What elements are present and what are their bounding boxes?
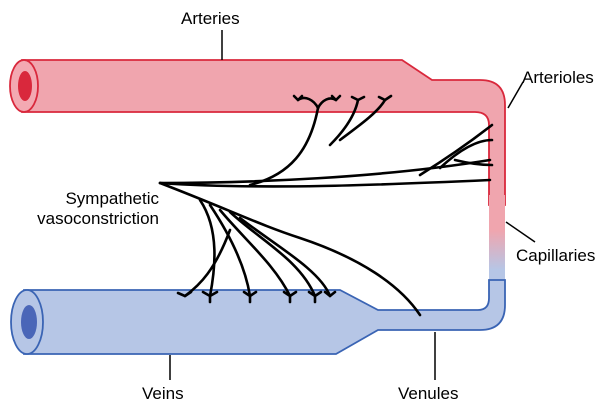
vein-lumen [21,305,37,339]
label-arteries: Arteries [181,9,240,29]
sympathetic-nerve-fibers [160,96,492,315]
vein-vessel [24,280,505,354]
label-capillaries: Capillaries [516,246,595,266]
artery-lumen [18,71,32,101]
label-sympathetic-line1: Sympathetic [2,189,159,209]
label-venules: Venules [398,384,459,404]
label-arterioles: Arterioles [522,68,594,88]
label-sympathetic-line2: vasoconstriction [2,209,159,229]
label-sympathetic-vasoconstriction: Sympathetic vasoconstriction [2,189,159,228]
label-veins: Veins [142,384,184,404]
